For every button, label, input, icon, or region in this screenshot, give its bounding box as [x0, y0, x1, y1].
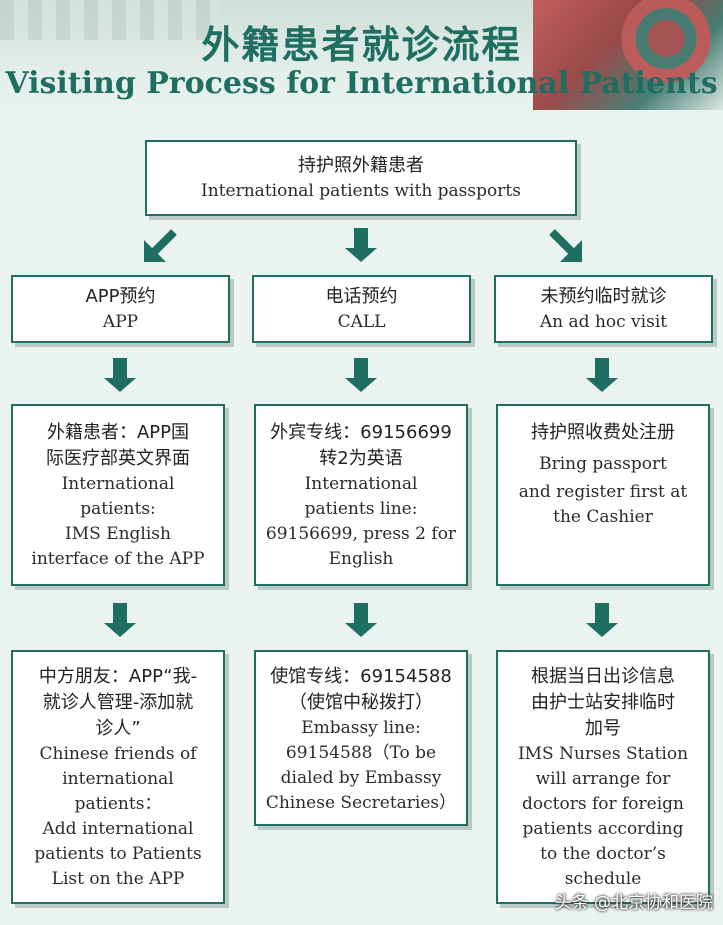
step2-app-cn-line1: 外籍患者：APP国	[46, 422, 190, 443]
step3-adhoc-en-line4: patients according	[522, 819, 684, 839]
step3-call-en-line4: Chinese Secretaries）	[265, 793, 457, 813]
step1-app-cn: APP预约	[85, 285, 156, 307]
step1-box-app: APP预约 APP	[11, 275, 230, 343]
step2-call-en-line1: International	[304, 474, 418, 494]
step3-app-en-line1: Chinese friends of	[39, 744, 197, 764]
step3-adhoc-cn-line2: 由护士站安排临时	[531, 692, 675, 713]
step1-adhoc-en: An ad hoc visit	[539, 311, 668, 332]
step1-call-cn: 电话预约	[325, 285, 398, 307]
step3-adhoc-en-line2: will arrange for	[535, 769, 671, 789]
step2-call-en-line3: 69156699, press 2 for	[265, 524, 457, 544]
step3-call-cn-line2: （使馆中秘拨打）	[289, 692, 433, 713]
step2-box-app: 外籍患者：APP国 际医疗部英文界面 International patient…	[11, 404, 225, 586]
step3-adhoc-en-line3: doctors for foreign	[522, 794, 684, 814]
step3-box-adhoc: 根据当日出诊信息 由护士站安排临时 加号 IMS Nurses Station …	[496, 650, 710, 904]
step2-box-call: 外宾专线：69156699 转2为英语 International patien…	[254, 404, 468, 586]
step2-adhoc-en-line2: and register first at	[518, 482, 688, 502]
step3-app-en-line4: Add international	[42, 819, 194, 839]
watermark: 头条 @北京协和医院	[554, 893, 713, 913]
page-title-english: Visiting Process for International Patie…	[5, 66, 718, 101]
step1-call-en: CALL	[337, 311, 386, 332]
step3-adhoc-cn-line1: 根据当日出诊信息	[531, 666, 675, 687]
step2-adhoc-en-line1: Bring passport	[539, 454, 667, 474]
step3-call-en-line3: dialed by Embassy	[280, 768, 442, 788]
step2-box-adhoc: 持护照收费处注册 Bring passport and register fir…	[496, 404, 710, 586]
step2-call-cn-line2: 转2为英语	[319, 448, 403, 469]
step2-adhoc-cn-line1: 持护照收费处注册	[531, 422, 675, 443]
step3-app-cn-line3: 诊人”	[95, 718, 141, 739]
step2-call-en-line4: English	[328, 549, 394, 569]
header-decoration-left	[0, 0, 220, 40]
step3-call-en-line2: 69154588（To be	[285, 743, 437, 763]
arrow-down-icon	[586, 358, 618, 392]
arrow-down-icon	[345, 358, 377, 392]
step3-adhoc-en-line5: to the doctor’s	[540, 844, 666, 864]
step3-app-en-line5: patients to Patients	[34, 844, 202, 864]
step2-app-en-line3: IMS English	[65, 524, 171, 544]
arrow-down-icon	[104, 603, 136, 637]
step1-box-call: 电话预约 CALL	[252, 275, 471, 343]
step3-call-cn-line1: 使馆专线：69154588	[270, 666, 452, 687]
step2-app-cn-line2: 际医疗部英文界面	[46, 448, 190, 469]
arrow-down-left-icon	[140, 226, 180, 266]
top-box-en: International patients with passports	[201, 180, 521, 201]
step3-box-call: 使馆专线：69154588 （使馆中秘拨打） Embassy line: 691…	[254, 650, 468, 826]
step1-box-adhoc: 未预约临时就诊 An ad hoc visit	[494, 275, 713, 343]
step1-app-en: APP	[102, 311, 139, 332]
arrow-down-icon	[586, 603, 618, 637]
step2-call-cn-line1: 外宾专线：69156699	[270, 422, 452, 443]
step3-call-en-line1: Embassy line:	[301, 718, 421, 738]
step2-app-en-line2: patients:	[80, 499, 156, 519]
step3-adhoc-en-line6: schedule	[564, 869, 642, 889]
arrow-down-icon	[345, 603, 377, 637]
step3-adhoc-cn-line3: 加号	[585, 718, 621, 739]
top-box-cn: 持护照外籍患者	[298, 154, 424, 176]
step3-app-cn-line2: 就诊人管理-添加就	[42, 692, 194, 713]
step3-adhoc-en-line1: IMS Nurses Station	[517, 744, 689, 764]
arrow-down-right-icon	[546, 226, 586, 266]
step2-app-en-line4: interface of the APP	[31, 549, 205, 569]
step2-app-en-line1: International	[61, 474, 175, 494]
arrow-down-icon	[104, 358, 136, 392]
step2-adhoc-en-line3: the Cashier	[553, 507, 653, 527]
step3-app-cn-line1: 中方朋友：APP“我-	[38, 666, 198, 687]
top-box-passport-holders: 持护照外籍患者 International patients with pass…	[145, 140, 577, 216]
step3-app-en-line3: patients：	[74, 794, 162, 814]
arrow-down-center-icon	[345, 228, 377, 262]
page-title-chinese: 外籍患者就诊流程	[201, 23, 522, 67]
step3-app-en-line6: List on the APP	[51, 869, 185, 889]
step3-app-en-line2: international	[62, 769, 174, 789]
step1-adhoc-cn: 未预约临时就诊	[540, 285, 667, 307]
header-decoration-right	[533, 0, 723, 110]
step3-box-app: 中方朋友：APP“我- 就诊人管理-添加就 诊人” Chinese friend…	[11, 650, 225, 904]
step2-call-en-line2: patients line:	[304, 499, 418, 519]
